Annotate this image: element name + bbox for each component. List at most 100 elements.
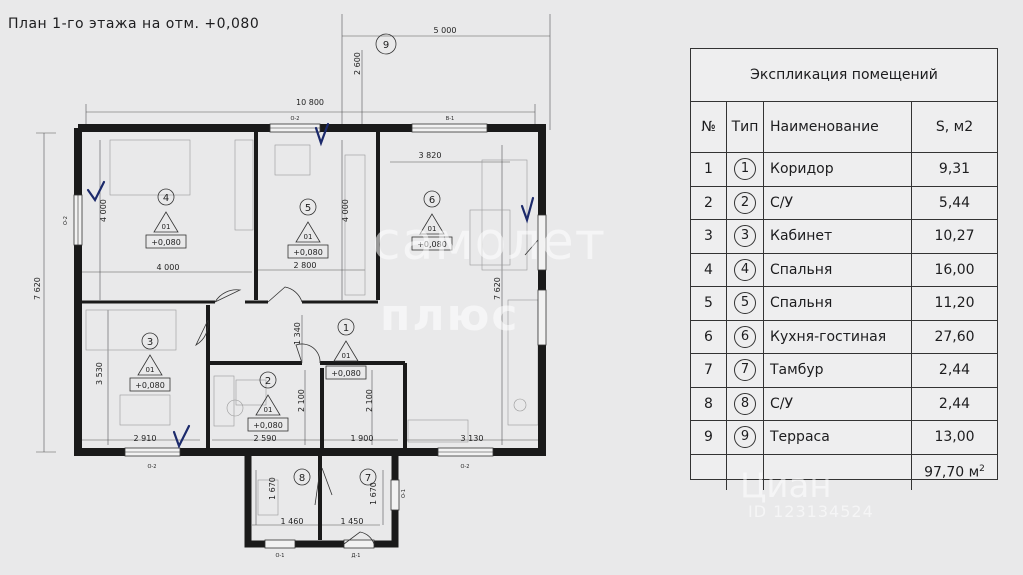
svg-text:01: 01: [428, 225, 437, 233]
row-area: 2,44: [911, 353, 997, 387]
dim-kitchen-width: 3 820: [419, 151, 442, 160]
svg-text:6: 6: [429, 195, 435, 206]
tag-window-top-left: О-2: [291, 116, 300, 122]
row-area: 27,60: [911, 319, 997, 354]
svg-text:01: 01: [162, 223, 171, 231]
dim-cabinet-width: 2 910: [134, 434, 157, 443]
row-area: 13,00: [911, 420, 997, 454]
row-type: 1: [734, 158, 756, 181]
room-marker-8: 8: [293, 468, 311, 486]
tag-window-top-right: В-1: [446, 116, 454, 122]
row-type: 3: [734, 225, 756, 248]
window-right: [537, 214, 547, 271]
tag-window-vestibule: О-1: [401, 489, 407, 498]
row-name: Коридор: [763, 152, 912, 186]
row-type: 8: [734, 392, 756, 415]
check-marks: [86, 122, 535, 449]
dim-wc-width: 1 460: [281, 517, 304, 526]
dim-vestibule-height: 1 670: [369, 482, 378, 505]
svg-text:1: 1: [343, 323, 349, 334]
tag-window-wc: О-1: [276, 553, 285, 559]
row-name: С/У: [763, 386, 912, 421]
row-type: 9: [734, 426, 756, 449]
total-area-exponent: 2: [979, 463, 985, 474]
row-type: 2: [734, 191, 756, 214]
svg-text:+0,080: +0,080: [417, 240, 447, 249]
row-area: 16,00: [911, 252, 997, 287]
row-no: 2: [691, 185, 727, 220]
tag-window-bottom-right: О-2: [461, 464, 470, 470]
svg-text:01: 01: [304, 233, 313, 241]
svg-text:5: 5: [305, 203, 311, 214]
svg-text:01: 01: [146, 366, 155, 374]
explication-title: Экспликация помещений: [691, 49, 997, 102]
room-marker-1: 1 01 +0,080: [325, 318, 367, 380]
door-swings: [195, 239, 539, 545]
room-marker-2: 2 01 +0,080: [247, 371, 289, 432]
dim-bedroom5-width: 2 800: [294, 261, 317, 270]
row-name: Кухня-гостиная: [763, 319, 912, 354]
row-name: Терраса: [763, 420, 912, 454]
svg-text:+0,080: +0,080: [331, 369, 361, 378]
room-marker-4: 4 01 +0,080: [145, 188, 187, 249]
table-row: 9 9 Терраса 13,00: [691, 420, 997, 454]
dim-overall-height: 7 620: [33, 277, 42, 300]
room-marker-7: 7: [359, 468, 377, 486]
tag-window-left: О-2: [63, 216, 69, 225]
svg-text:3: 3: [147, 337, 153, 348]
header-name: Наименование: [763, 102, 912, 153]
dim-overall-width: 10 800: [296, 98, 324, 107]
total-area: 97,70 м2: [911, 453, 997, 490]
row-name: Кабинет: [763, 219, 912, 253]
row-no: 6: [691, 319, 727, 354]
terrace-marker-label: 9: [383, 40, 389, 51]
svg-text:4: 4: [163, 193, 169, 204]
table-row: 3 3 Кабинет 10,27: [691, 219, 997, 253]
dim-hall-height: 1 340: [293, 322, 302, 345]
row-area: 2,44: [911, 386, 997, 421]
room-marker-5: 5 01 +0,080: [287, 198, 329, 259]
page-title: План 1-го этажа на отм. +0,080: [8, 16, 260, 32]
row-name: Спальня: [763, 286, 912, 320]
svg-text:+0,080: +0,080: [151, 238, 181, 247]
window-wc: [264, 539, 296, 549]
walls: [74, 124, 546, 548]
explication-grid: № Тип Наименование S, м2 1 1 Коридор 9,3…: [691, 102, 997, 490]
row-no: 9: [691, 420, 727, 454]
table-row: 8 8 С/У 2,44: [691, 386, 997, 421]
row-no: 4: [691, 252, 727, 287]
svg-text:7: 7: [365, 473, 371, 484]
row-no: 5: [691, 286, 727, 320]
row-type: 5: [734, 292, 756, 315]
dim-corridor-width: 1 900: [351, 434, 374, 443]
explication-header-row: № Тип Наименование S, м2: [691, 102, 997, 153]
svg-text:+0,080: +0,080: [135, 381, 165, 390]
explication-table: Экспликация помещений № Тип Наименование…: [690, 48, 998, 490]
header-area: S, м2: [935, 119, 974, 135]
tag-window-bottom-left: О-2: [148, 464, 157, 470]
dim-vestibule-width: 1 450: [341, 517, 364, 526]
table-row: 7 7 Тамбур 2,44: [691, 353, 997, 387]
window-vestibule: [390, 479, 400, 511]
row-no: 8: [691, 386, 727, 421]
door-right: [537, 289, 547, 346]
row-type: 4: [734, 258, 756, 281]
table-row: 1 1 Коридор 9,31: [691, 152, 997, 186]
dim-cabinet-height: 3 530: [95, 362, 104, 385]
table-row: 2 2 С/У 5,44: [691, 185, 997, 220]
header-no: №: [691, 102, 727, 153]
dim-terrace-depth: 2 600: [353, 52, 362, 75]
total-row: 97,70 м2: [691, 453, 997, 490]
row-type: 7: [734, 359, 756, 382]
room-marker-6: 6 01 +0,080: [411, 190, 453, 251]
table-row: 6 6 Кухня-гостиная 27,60: [691, 319, 997, 354]
svg-text:8: 8: [299, 473, 305, 484]
row-no: 1: [691, 152, 727, 186]
dimension-lines: [36, 14, 551, 526]
dim-bedroom4-height: 4 000: [99, 199, 108, 222]
row-area: 10,27: [911, 219, 997, 253]
row-type: 6: [734, 325, 756, 348]
dim-bedroom4-width: 4 000: [157, 263, 180, 272]
terrace-marker: [375, 33, 397, 55]
dim-wc-height: 1 670: [268, 477, 277, 500]
